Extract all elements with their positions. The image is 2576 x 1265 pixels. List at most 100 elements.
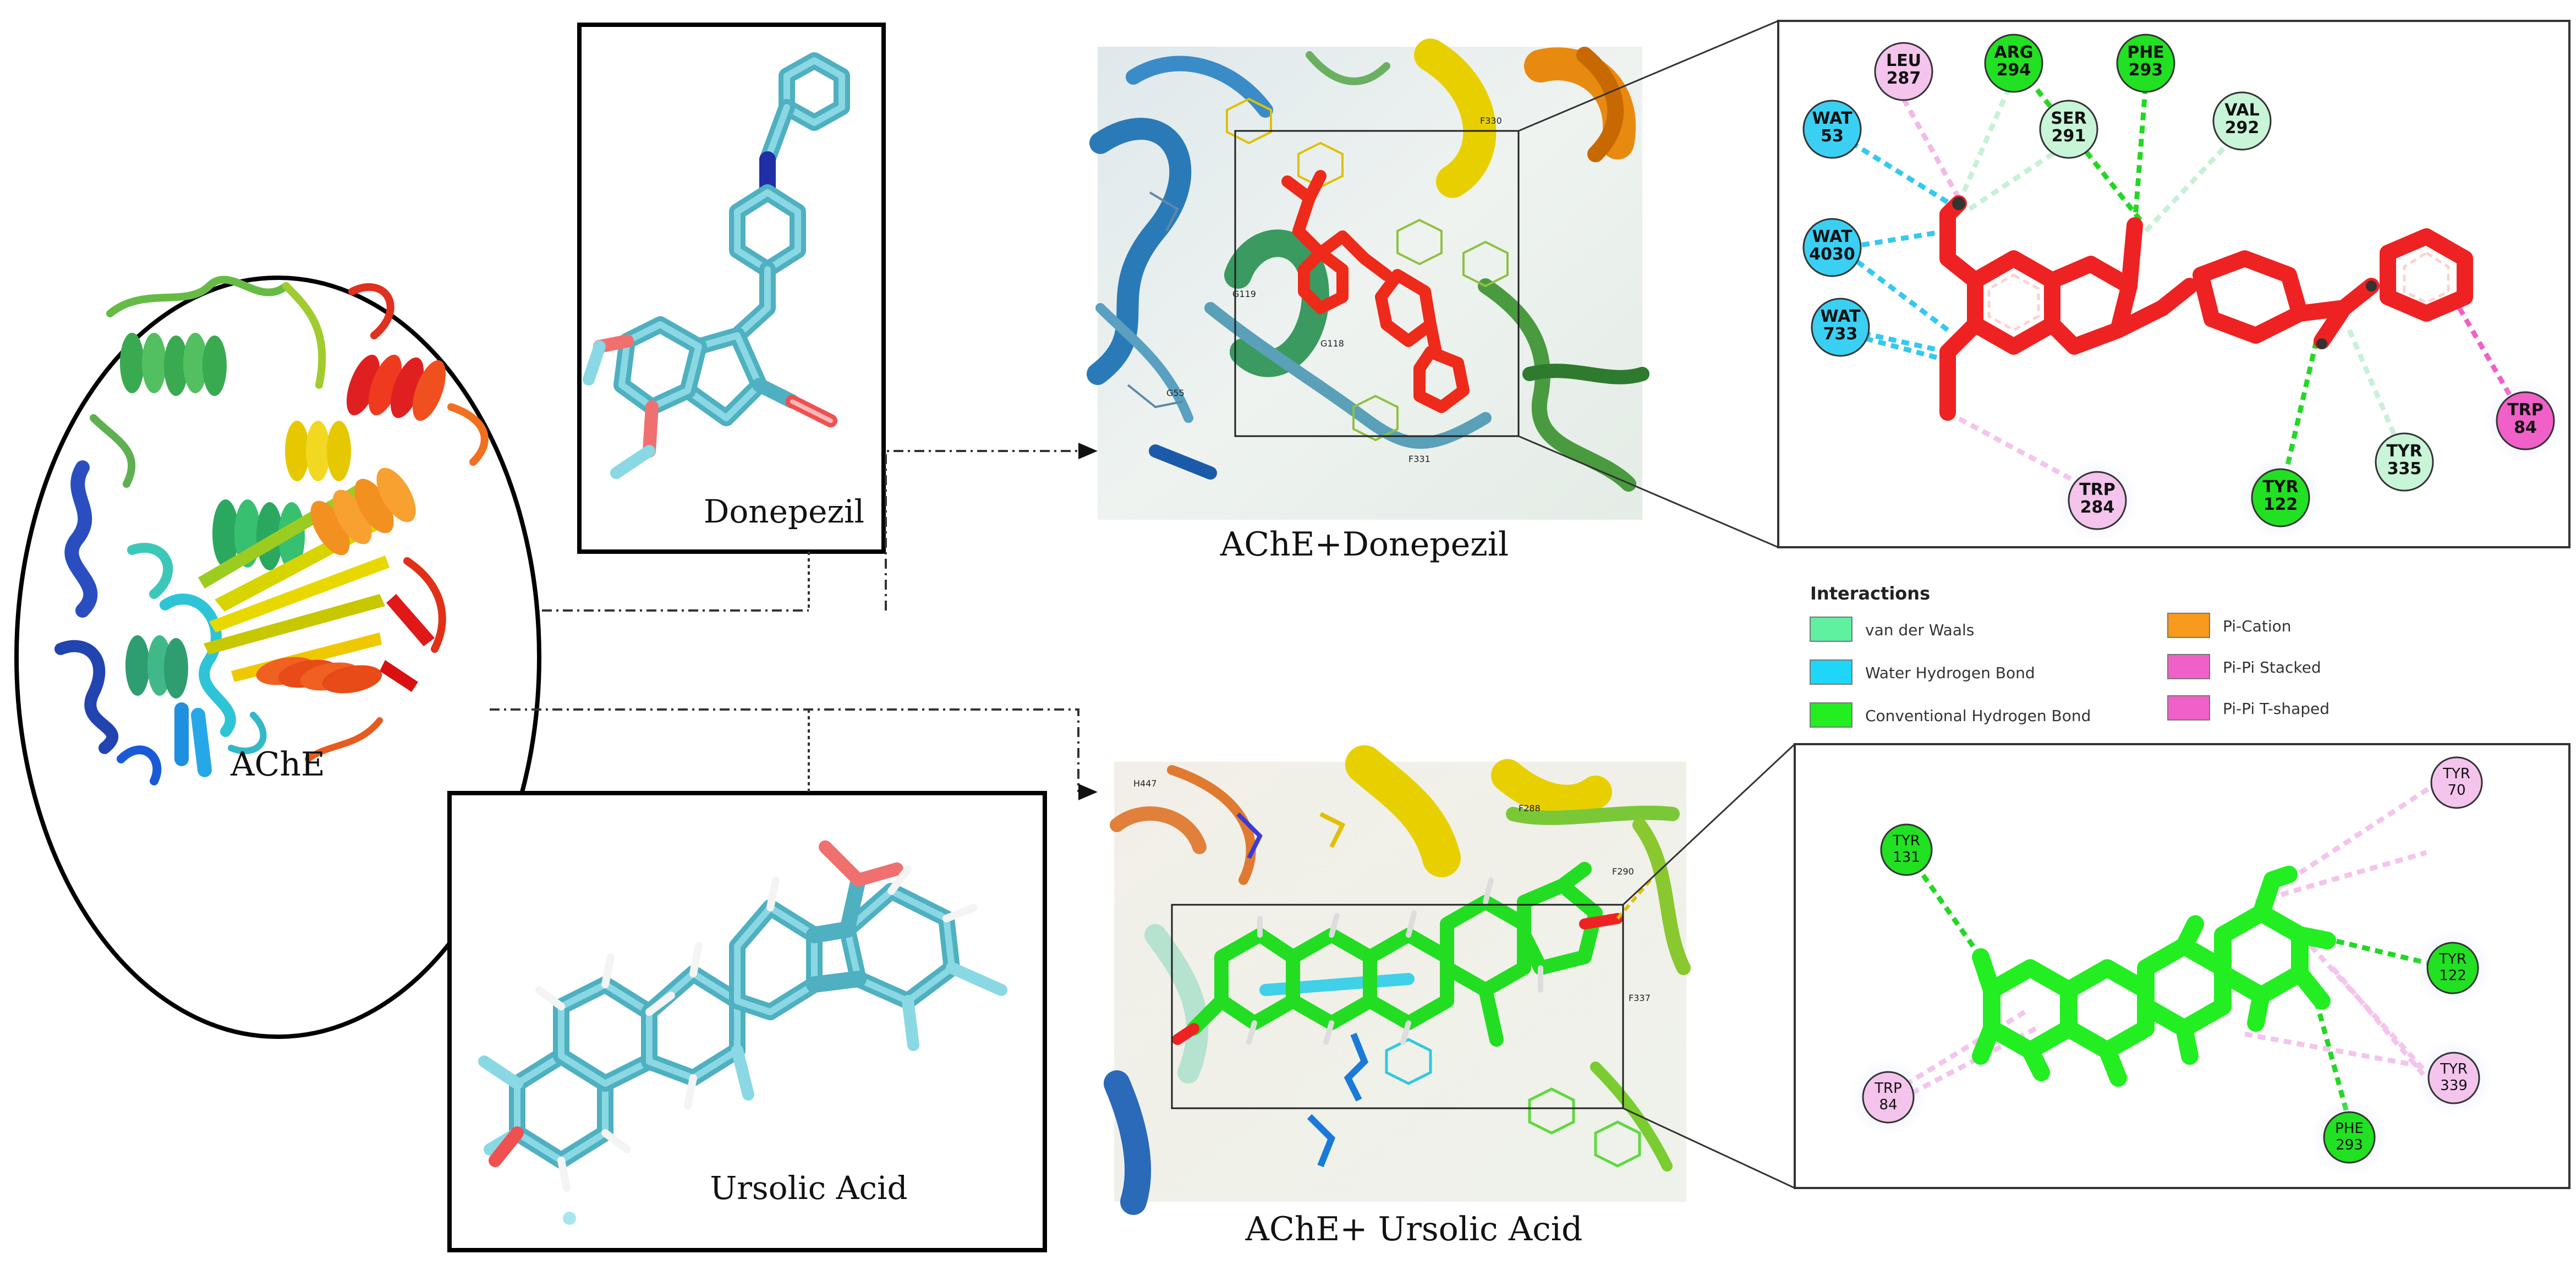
svg-text:Pi-Pi T-shaped: Pi-Pi T-shaped	[2223, 700, 2330, 718]
complex-donepezil-ribbons	[1087, 38, 1649, 492]
svg-text:131: 131	[1893, 849, 1920, 866]
residue-wat53: WAT 53	[1802, 100, 1862, 159]
helix-green	[120, 333, 227, 396]
connector-to-complex-donepezil	[885, 450, 1078, 610]
svg-text:294: 294	[1997, 61, 2031, 80]
ache-protein-panel: AChE	[14, 276, 541, 1039]
svg-text:Conventional Hydrogen Bond: Conventional Hydrogen Bond	[1865, 707, 2091, 725]
svg-text:F330: F330	[1480, 116, 1502, 126]
legend-item-conv-hbond: Conventional Hydrogen Bond	[1810, 702, 2091, 728]
legend-item-pi-pi-tshaped: Pi-Pi T-shaped	[2167, 695, 2330, 721]
residue-phe293: PHE 293	[2116, 34, 2175, 93]
complex-donepezil-label: AChE+Donepezil	[1220, 525, 1509, 564]
svg-text:F290: F290	[1612, 866, 1634, 877]
svg-text:van der Waals: van der Waals	[1865, 621, 1974, 639]
svg-text:TYR: TYR	[2438, 951, 2467, 967]
residue-val292: VAL 292	[2212, 91, 2272, 151]
donepezil-label: Donepezil	[704, 493, 864, 530]
svg-text:287: 287	[1887, 69, 1921, 88]
donepezil-interaction-diagram: LEU 287 ARG 294 PHE 293 SER 291 VAL	[1777, 20, 2570, 548]
legend-item-pi-cation: Pi-Cation	[2167, 613, 2292, 638]
svg-text:84: 84	[2514, 418, 2537, 437]
ursolic-stick-model	[478, 840, 1007, 1192]
svg-text:VAL: VAL	[2224, 101, 2260, 120]
svg-text:Water Hydrogen Bond: Water Hydrogen Bond	[1865, 664, 2035, 682]
svg-text:G55: G55	[1166, 388, 1185, 398]
residue-arg294: ARG 294	[1984, 34, 2043, 93]
residue-wat733: WAT 733	[1811, 298, 1870, 357]
residue-trp84: TRP 84	[2484, 380, 2567, 462]
zoom-box-ursolic	[1171, 904, 1624, 1109]
svg-text:H447: H447	[1133, 778, 1157, 789]
helix-red-orange-bottom	[256, 657, 382, 694]
svg-text:122: 122	[2263, 495, 2298, 514]
ursolic-interaction-diagram: TYR 131 TYR 70 TYR 122 TYR 339	[1794, 743, 2570, 1189]
helix-yellow	[285, 421, 351, 481]
svg-text:PHE: PHE	[2127, 43, 2164, 62]
svg-text:291: 291	[2052, 127, 2086, 146]
svg-text:LEU: LEU	[1886, 51, 1921, 70]
residue-tyr335: TYR 335	[2375, 432, 2434, 492]
residue-wat4030: WAT 4030	[1802, 218, 1862, 277]
svg-text:292: 292	[2225, 118, 2260, 138]
svg-text:122: 122	[2439, 967, 2467, 984]
svg-text:PHE: PHE	[2335, 1120, 2364, 1137]
zoom-lines-donepezil	[1518, 20, 1779, 548]
complex-donepezil-ligand	[1281, 170, 1470, 413]
zoom-lines-ursolic	[1622, 743, 1796, 1189]
residue-trp284: TRP 284	[2056, 459, 2139, 542]
residue-ser291: SER 291	[2039, 100, 2098, 159]
svg-text:84: 84	[1879, 1097, 1897, 1113]
svg-text:TYR: TYR	[2440, 1061, 2468, 1077]
donepezil-structure-panel: Donepezil	[577, 23, 886, 554]
legend-title: Interactions	[1810, 583, 1930, 604]
residue-leu287: LEU 287	[1874, 42, 1933, 101]
ache-ribbon-structure	[54, 276, 489, 785]
svg-text:G119: G119	[1232, 289, 1256, 299]
svg-text:WAT: WAT	[1812, 109, 1852, 128]
residue-tyr122-ursolic: TYR 122	[2414, 930, 2491, 1007]
helix-orange	[310, 468, 416, 556]
residue-phe293-ursolic: PHE 293	[2311, 1099, 2388, 1176]
svg-text:293: 293	[2129, 61, 2163, 80]
legend-item-vdw: van der Waals	[1810, 617, 1974, 642]
svg-text:TYR: TYR	[1892, 833, 1920, 849]
connector-ache-ursolic	[490, 708, 1079, 792]
ursolic-label: Ursolic Acid	[710, 1169, 907, 1207]
arrowhead-donepezil	[1078, 443, 1098, 459]
svg-text:70: 70	[2447, 782, 2465, 799]
ursolic-hydrogens	[1246, 877, 1543, 1045]
svg-text:ARG: ARG	[1994, 43, 2034, 62]
svg-text:Pi-Pi Stacked: Pi-Pi Stacked	[2223, 658, 2321, 676]
residue-tyr122: TYR 122	[2239, 457, 2322, 539]
svg-text:TRP: TRP	[2507, 400, 2544, 420]
residue-trp84-ursolic: TRP 84	[1850, 1059, 1927, 1136]
svg-text:335: 335	[2387, 459, 2422, 479]
svg-text:F331: F331	[1408, 454, 1430, 464]
svg-text:TYR: TYR	[2262, 477, 2298, 497]
donepezil-residues: LEU 287 ARG 294 PHE 293 SER 291 VAL	[1802, 34, 2567, 542]
svg-text:SER: SER	[2051, 109, 2086, 128]
atom-marker	[563, 1212, 576, 1225]
complex-donepezil-sticks	[1127, 97, 1509, 442]
donepezil-stick-model	[583, 52, 850, 479]
zoom-box-donepezil	[1234, 130, 1520, 437]
svg-text:TYR: TYR	[2442, 766, 2470, 782]
svg-text:G118: G118	[1320, 338, 1344, 349]
legend-item-water-hbond: Water Hydrogen Bond	[1810, 659, 2035, 685]
residue-tyr70: TYR 70	[2430, 756, 2483, 809]
svg-text:WAT: WAT	[1812, 227, 1852, 246]
svg-text:339: 339	[2440, 1077, 2468, 1094]
residue-tyr339: TYR 339	[2415, 1040, 2492, 1116]
ursolic-structure-panel: Ursolic Acid	[447, 791, 1047, 1252]
complex-ursolic-sticks	[1236, 812, 1641, 1168]
svg-text:4030: 4030	[1809, 245, 1855, 264]
residue-tyr131: TYR 131	[1880, 823, 1933, 876]
ache-label: AChE	[230, 745, 325, 784]
connector-lines	[490, 450, 1079, 793]
ursolic-ligand-2d	[1972, 866, 2336, 1087]
